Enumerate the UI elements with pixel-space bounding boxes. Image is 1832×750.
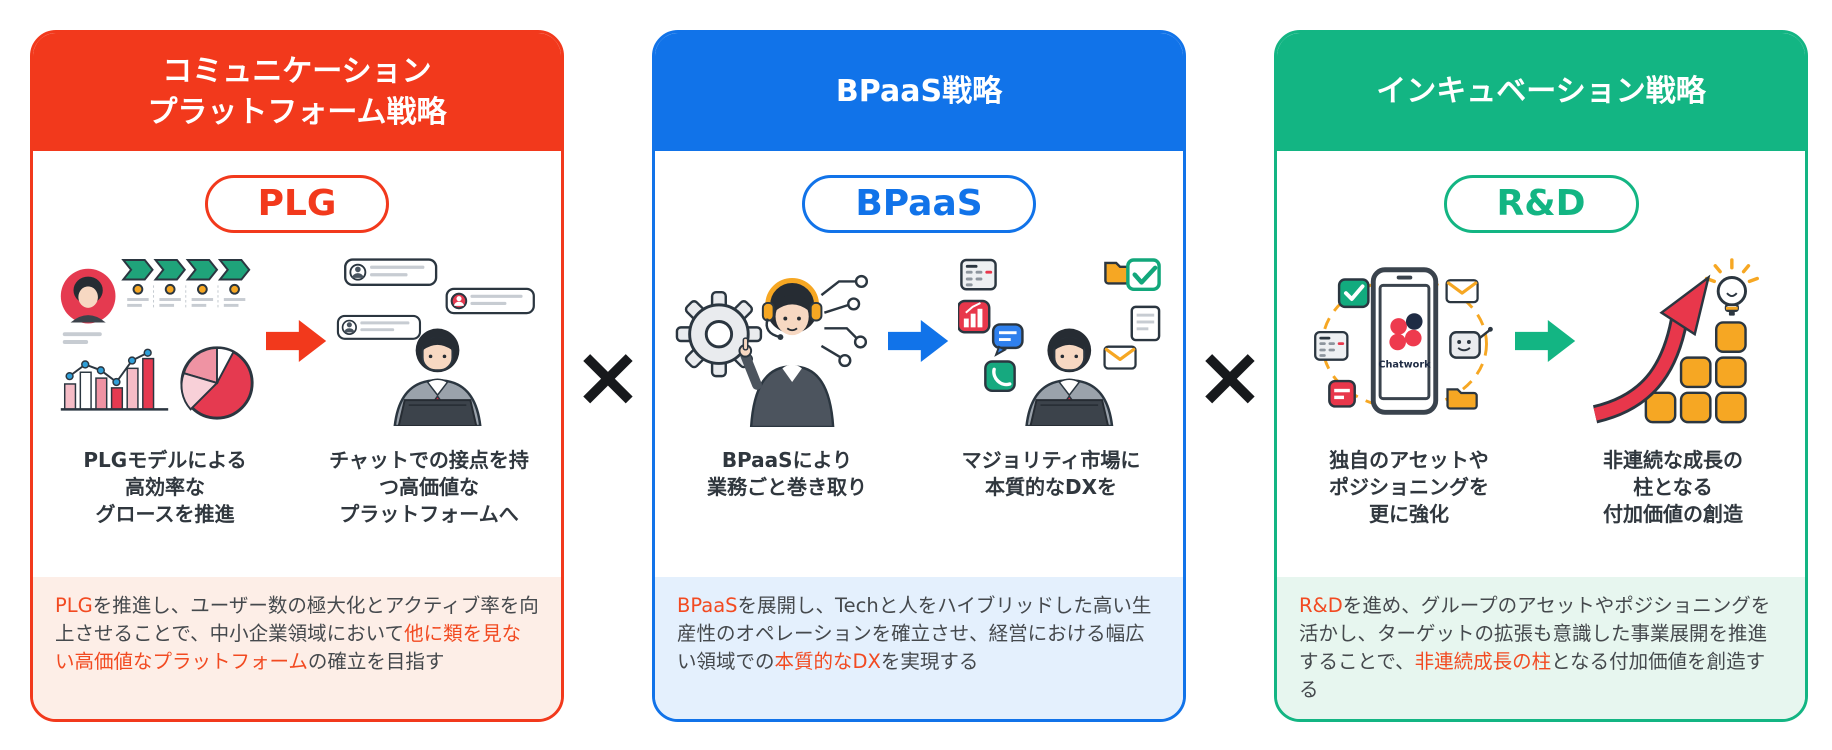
robot-bot-icon [1448,326,1493,359]
badge-row: PLG [33,175,561,234]
chatwork-logo-icon [1388,313,1423,351]
step-caption: マジョリティ市場に本質的なDXを [961,448,1141,500]
illustration-row: Chatwork [1277,243,1805,439]
lightbulb-icon [1704,258,1759,316]
card-title-bpaas: BPaaS戦略 [655,33,1183,151]
person-at-laptop-icon [393,327,482,426]
rd-badge: R&D [1443,175,1639,234]
operator-person-icon [738,278,835,427]
person-at-laptop-icon [1025,327,1114,426]
right-arrow-icon [888,320,949,363]
step-caption: PLGモデルによる高効率なグロースを推進 [83,448,247,526]
strategy-description: BPaaSを展開し、Techと人をハイブリッドした高い生産性のオペレーションを確… [655,577,1183,719]
caption-row: PLGモデルによる高効率なグロースを推進 チャットでの接点を持つ高価値なプラット… [33,447,561,527]
growth-arrow-icon [1592,274,1710,424]
mail-icon [1444,278,1479,304]
step-caption: チャットでの接点を持つ高価値なプラットフォームへ [329,448,529,526]
phone-app-icon [984,360,1016,392]
growth-bar-chart-icon [60,348,169,411]
caption-row: BPaaSにより業務ごと巻き取り マジョリティ市場に本質的なDXを [655,447,1183,501]
folder-icon [1445,388,1478,410]
illustration-row [655,243,1183,439]
badge-row: BPaaS [655,175,1183,234]
right-arrow-icon [266,320,327,363]
calendar-icon [1313,330,1349,361]
multiply-icon: × [572,327,644,425]
chatwork-logo-text: Chatwork [1378,359,1431,370]
process-timeline-icon [121,258,251,308]
multiply-icon: × [1194,327,1266,425]
strategy-card-incubation: インキュベーション戦略 R&D Chatwork [1274,30,1808,722]
network-nodes-icon [820,274,869,368]
badge-row: R&D [1277,175,1805,234]
strategy-description: PLGを推進し、ユーザー数の極大化とアクティブ率を向上させることで、中小企業領域… [33,577,561,719]
red-document-icon [1327,379,1356,408]
pie-chart-icon [180,346,254,420]
bpaas-operator-illustration [675,274,869,427]
growth-staircase-illustration [1592,258,1759,424]
bpaas-badge: BPaaS [802,175,1036,234]
chart-app-icon [958,299,991,334]
gear-icon [675,290,763,378]
strategy-card-bpaas: BPaaS戦略 BPaaS [652,30,1186,722]
dx-majority-illustration [958,258,1161,426]
calendar-icon [960,258,997,291]
right-arrow-icon [1514,320,1575,363]
caption-row: 独自のアセットやポジショニングを更に強化 非連続な成長の柱となる付加価値の創造 [1277,447,1805,527]
chat-platform-illustration [336,258,535,426]
illustration-row [33,243,561,439]
step-caption: 独自のアセットやポジショニングを更に強化 [1329,448,1489,526]
chat-app-icon [991,323,1024,357]
step-caption: 非連続な成長の柱となる付加価値の創造 [1603,448,1743,526]
strategy-description: R&Dを進め、グループのアセットやポジショニングを活かし、ターゲットの拡張も意識… [1277,577,1805,719]
chatwork-ecosystem-illustration: Chatwork [1313,267,1493,415]
card-title-communication-platform: コミュニケーションプラットフォーム戦略 [33,33,561,151]
card-title-incubation: インキュベーション戦略 [1277,33,1805,151]
building-blocks-icon [1644,321,1747,424]
person-avatar-icon [60,268,116,324]
strategy-card-communication-platform: コミュニケーションプラットフォーム戦略 PLG [30,30,564,722]
check-icon [1337,278,1370,308]
chat-bubble-icon [336,314,422,340]
plg-dashboard-illustration [60,258,254,420]
chatwork-phone-icon: Chatwork [1370,267,1438,415]
checkbox-icon [1126,258,1161,291]
plg-badge: PLG [204,175,390,234]
chat-bubble-icon [344,258,438,286]
step-caption: BPaaSにより業務ごと巻き取り [707,448,867,500]
mail-icon [1102,344,1138,371]
document-icon [1130,305,1161,342]
